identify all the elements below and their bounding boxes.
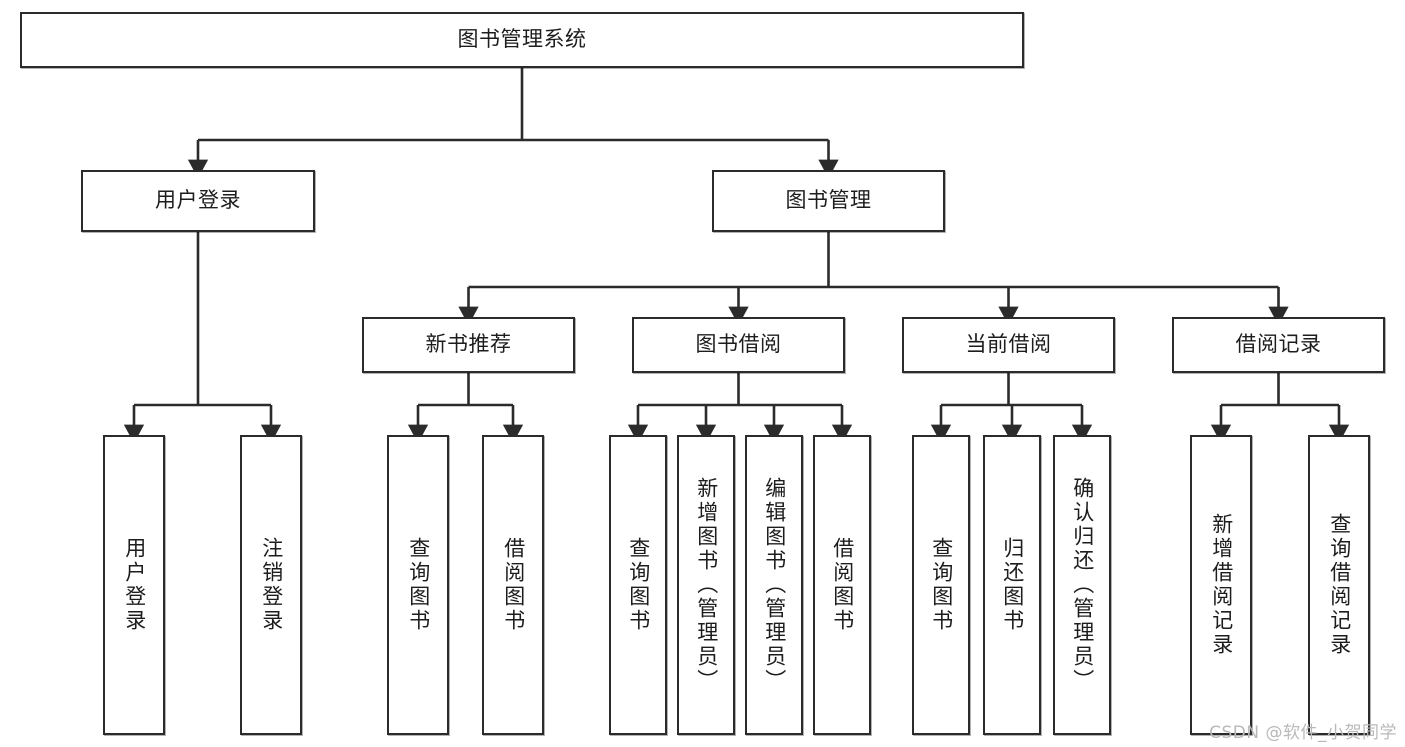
node-leaf-rec-borrow[interactable]: 借阅图书 xyxy=(482,435,544,735)
node-leaf-bb-edit[interactable]: 编辑图书（管理员） xyxy=(745,435,803,735)
node-label-new-book-rec: 新书推荐 xyxy=(425,332,512,357)
node-label-leaf-cb-query: 查询图书 xyxy=(929,537,954,633)
node-borrow-record[interactable]: 借阅记录 xyxy=(1172,317,1385,373)
node-label-book-borrow: 图书借阅 xyxy=(695,332,782,357)
node-leaf-cb-confirm[interactable]: 确认归还（管理员） xyxy=(1053,435,1111,735)
watermark-label: CSDN @软件_小贺同学 xyxy=(1209,723,1397,743)
node-leaf-bb-query[interactable]: 查询图书 xyxy=(609,435,667,735)
node-leaf-cb-return[interactable]: 归还图书 xyxy=(983,435,1041,735)
node-new-book-rec[interactable]: 新书推荐 xyxy=(362,317,575,373)
node-current-borrow[interactable]: 当前借阅 xyxy=(902,317,1115,373)
node-user-login[interactable]: 用户登录 xyxy=(81,170,315,232)
node-label-leaf-br-query: 查询借阅记录 xyxy=(1327,513,1352,657)
node-label-user-login: 用户登录 xyxy=(155,188,241,213)
node-label-leaf-cb-confirm: 确认归还（管理员） xyxy=(1070,477,1095,693)
node-label-leaf-rec-borrow: 借阅图书 xyxy=(501,537,526,633)
node-label-leaf-bb-add: 新增图书（管理员） xyxy=(694,477,719,693)
node-label-current-borrow: 当前借阅 xyxy=(965,332,1052,357)
node-label-leaf-bb-borrow: 借阅图书 xyxy=(830,537,855,633)
node-label-leaf-bb-query: 查询图书 xyxy=(626,537,651,633)
node-label-leaf-user-login: 用户登录 xyxy=(122,537,147,633)
node-label-root: 图书管理系统 xyxy=(457,27,587,52)
node-leaf-bb-add[interactable]: 新增图书（管理员） xyxy=(677,435,735,735)
node-leaf-user-login[interactable]: 用户登录 xyxy=(103,435,165,735)
node-book-manage[interactable]: 图书管理 xyxy=(712,170,945,232)
node-label-leaf-bb-edit: 编辑图书（管理员） xyxy=(762,477,787,693)
node-leaf-user-logout[interactable]: 注销登录 xyxy=(240,435,302,735)
node-label-leaf-cb-return: 归还图书 xyxy=(1000,537,1025,633)
node-root[interactable]: 图书管理系统 xyxy=(20,12,1024,68)
node-book-borrow[interactable]: 图书借阅 xyxy=(632,317,845,373)
node-label-leaf-br-add: 新增借阅记录 xyxy=(1209,513,1234,657)
node-leaf-br-query[interactable]: 查询借阅记录 xyxy=(1308,435,1370,735)
node-leaf-br-add[interactable]: 新增借阅记录 xyxy=(1190,435,1252,735)
node-label-borrow-record: 借阅记录 xyxy=(1235,332,1322,357)
node-label-leaf-rec-query: 查询图书 xyxy=(406,537,431,633)
node-leaf-bb-borrow[interactable]: 借阅图书 xyxy=(813,435,871,735)
node-label-book-manage: 图书管理 xyxy=(785,188,872,213)
node-label-leaf-user-logout: 注销登录 xyxy=(259,537,284,633)
node-leaf-cb-query[interactable]: 查询图书 xyxy=(912,435,970,735)
node-leaf-rec-query[interactable]: 查询图书 xyxy=(387,435,449,735)
